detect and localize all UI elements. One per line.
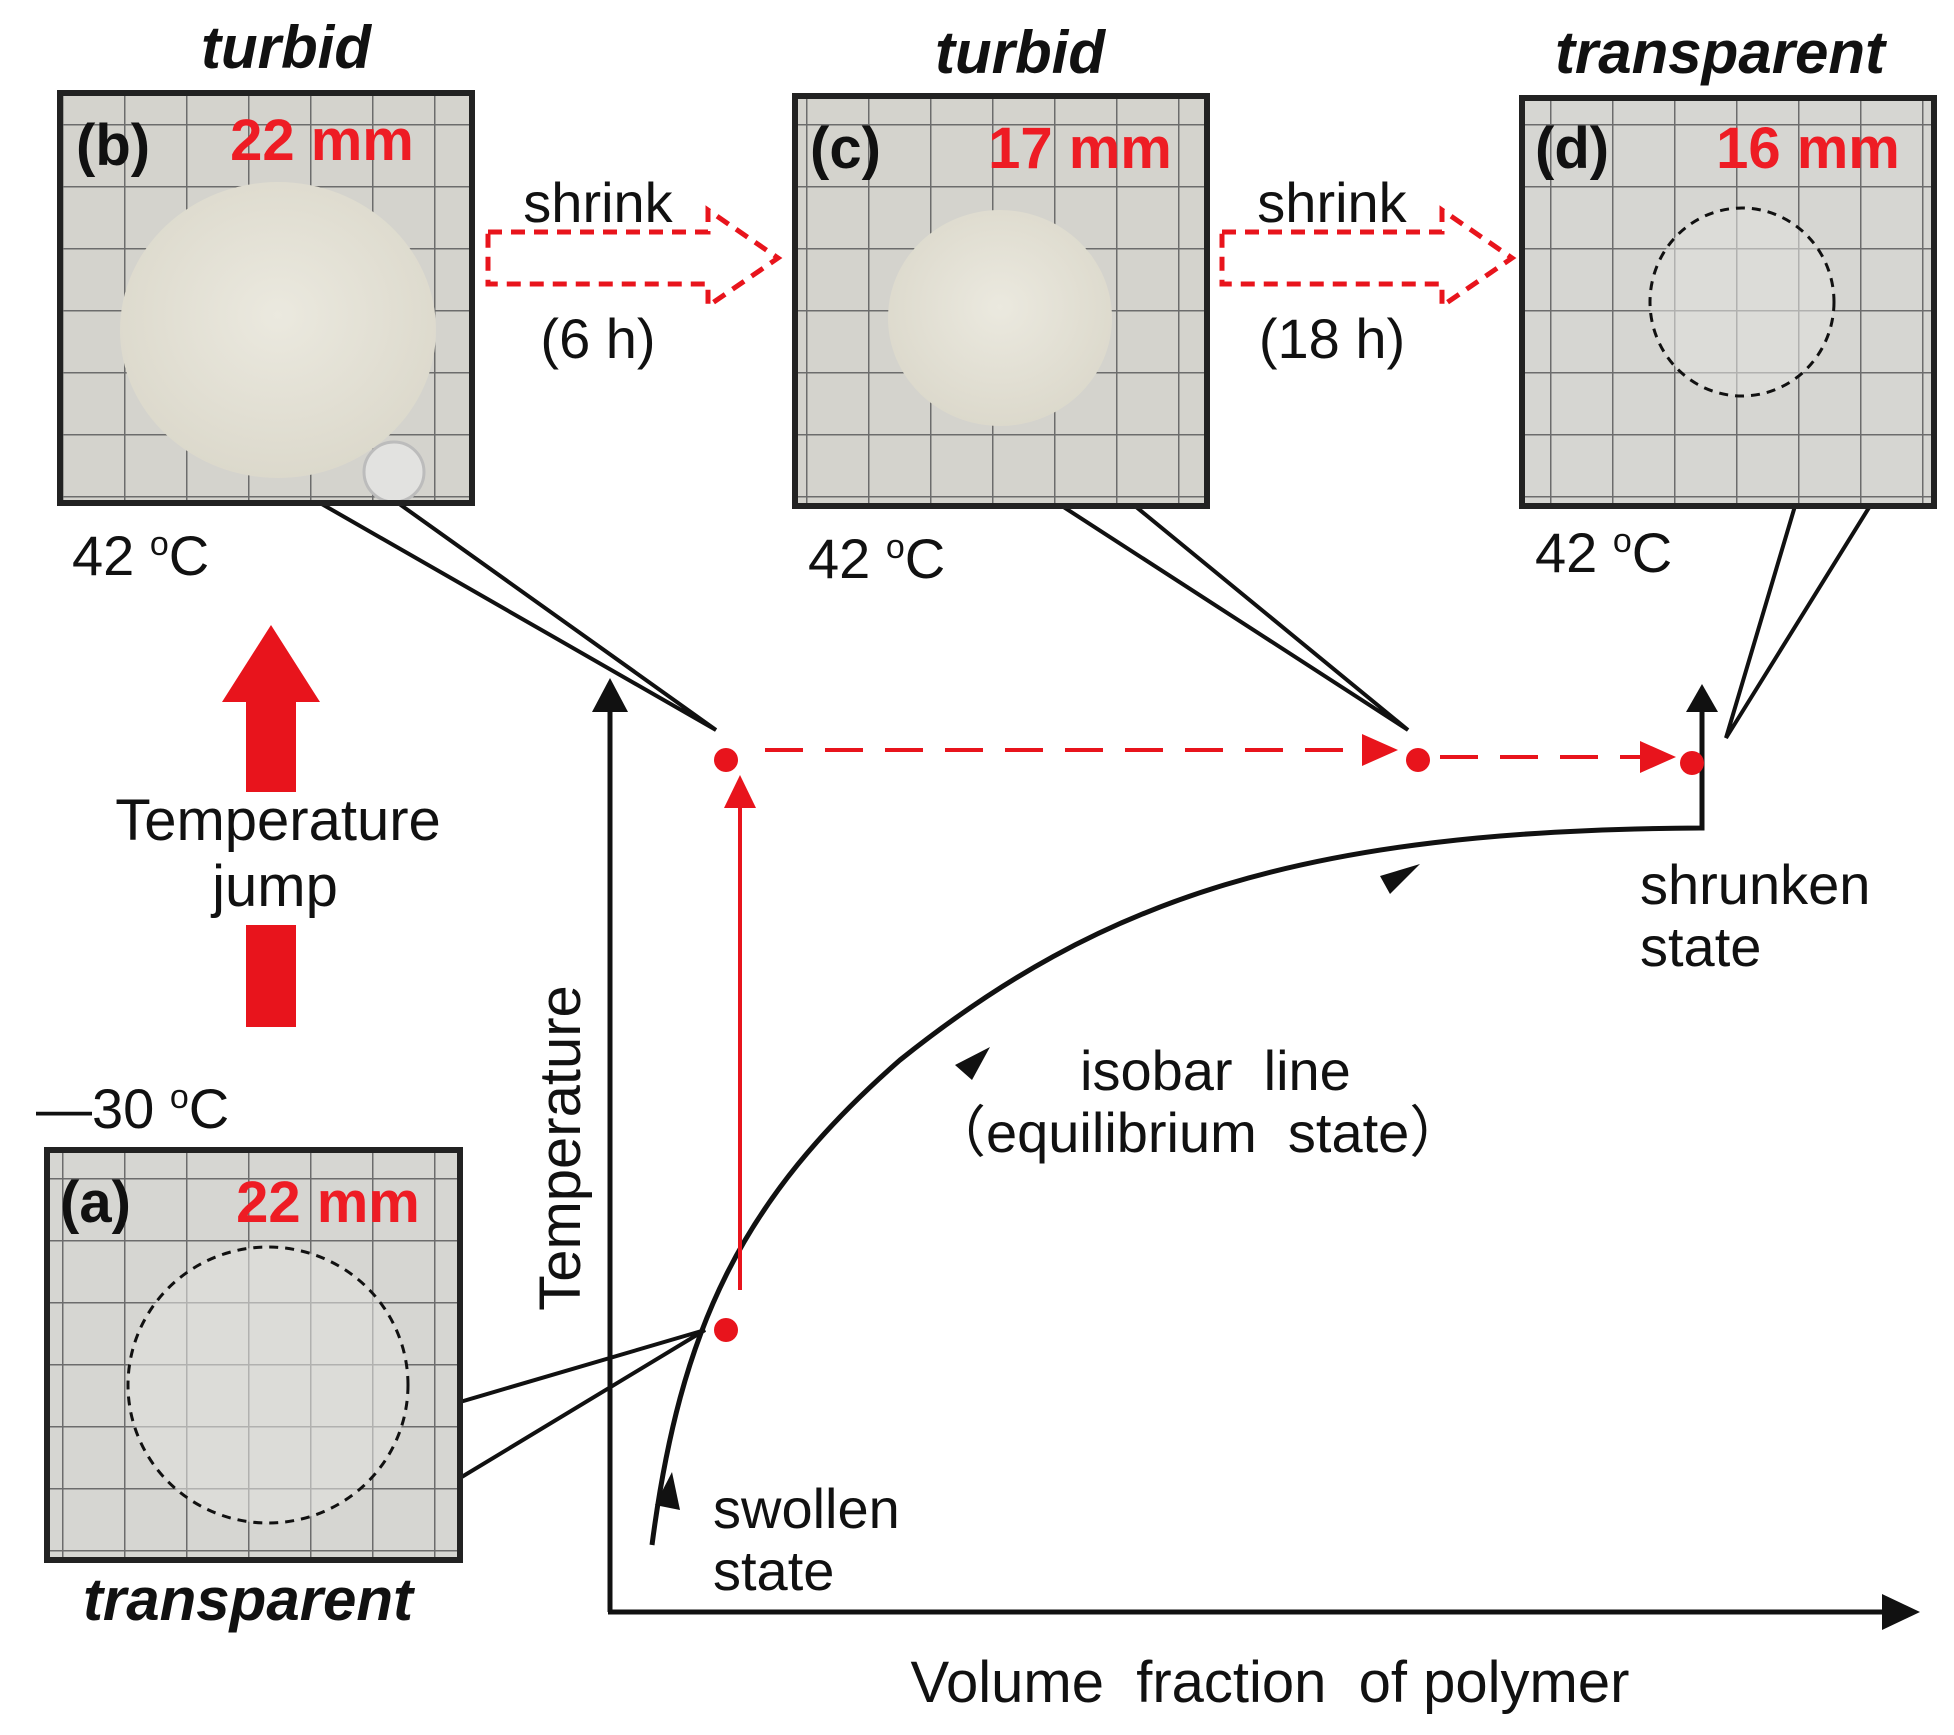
- jump-arrow-shaft-bottom: [246, 925, 296, 1027]
- callout-b: [319, 501, 718, 732]
- callout-d: [1724, 504, 1872, 740]
- panel-d-label: (d): [1535, 116, 1609, 181]
- jump-arrow-head: [222, 625, 320, 702]
- panel-a-frame: [44, 1147, 463, 1563]
- state-point-a: [714, 1318, 738, 1342]
- jump-arrow-shaft-top: [246, 700, 296, 792]
- panel-b: turbid (b) 22 mm 42 oC: [57, 14, 475, 587]
- state-point-d: [1680, 751, 1704, 775]
- shrink-arrow-cd: shrink (18 h): [1219, 171, 1517, 370]
- curve-arrow-1: [655, 1472, 680, 1510]
- shrink-cd-duration: (18 h): [1259, 307, 1405, 370]
- panel-a-label: (a): [60, 1170, 131, 1235]
- shrunken-axis-arrowhead: [1686, 684, 1718, 712]
- x-axis-label: Volume fraction of polymer: [911, 1650, 1630, 1715]
- temperature-jump-arrow: Temperature jump: [115, 625, 441, 1027]
- shrunken-label-line2: state: [1640, 915, 1761, 978]
- shrink-bc-duration: (6 h): [540, 307, 655, 370]
- shrink-bc-label: shrink: [523, 171, 673, 234]
- panel-a-gel-disc: [126, 1245, 410, 1525]
- y-axis-arrowhead: [592, 678, 628, 712]
- shrink-cd-label: shrink: [1257, 171, 1407, 234]
- axes: Temperature Volume fraction of polymer: [528, 678, 1920, 1715]
- panel-d: transparent (d) 16 mm 42 oC: [1519, 19, 1937, 584]
- curve-arrow-2: [955, 1047, 990, 1080]
- panel-c-label: (c): [810, 116, 881, 181]
- callout-lines: [319, 501, 1872, 1480]
- shrink-arrow-cd-shape: [1219, 205, 1517, 311]
- panel-c-frame: [792, 93, 1210, 509]
- panel-a-size: 22 mm: [236, 1170, 420, 1235]
- panel-b-label: (b): [76, 113, 150, 178]
- red-vertical-arrowhead: [724, 775, 756, 808]
- panel-d-temperature: 42 oC: [1535, 521, 1672, 584]
- isobar-label-line1: isobar line: [1080, 1039, 1351, 1102]
- panel-c-size: 17 mm: [988, 116, 1172, 181]
- curve-arrow-3: [1380, 864, 1420, 894]
- panel-d-gel-disc: [1648, 206, 1836, 398]
- panel-a-appearance: transparent: [83, 1566, 416, 1633]
- panel-d-appearance: transparent: [1555, 19, 1888, 86]
- isobar-label-line2: （equilibrium state）: [930, 1101, 1465, 1164]
- panel-b-gel-disc: [120, 182, 436, 478]
- temperature-jump-path: [714, 734, 1704, 1342]
- panel-d-frame: [1519, 95, 1937, 509]
- panel-b-temperature: 42 oC: [72, 524, 209, 587]
- panel-c: turbid (c) 17 mm 42 oC: [792, 19, 1210, 590]
- panel-c-appearance: turbid: [935, 19, 1106, 86]
- shrunken-label-line1: shrunken: [1640, 853, 1870, 916]
- red-dashed-arrowhead-2: [1640, 741, 1676, 773]
- panel-c-temperature: 42 oC: [808, 527, 945, 590]
- shrink-arrow-bc-shape: [485, 205, 783, 311]
- temperature-jump-line2: jump: [210, 854, 338, 919]
- state-point-b: [714, 748, 738, 772]
- panel-b-size: 22 mm: [230, 108, 414, 173]
- panel-b-bubble: [362, 440, 426, 504]
- swollen-label-line1: swollen: [713, 1477, 900, 1540]
- panel-d-size: 16 mm: [1716, 116, 1900, 181]
- x-axis-arrowhead: [1882, 1594, 1920, 1630]
- y-axis-label: Temperature: [528, 985, 593, 1311]
- shrink-arrow-bc: shrink (6 h): [485, 171, 783, 370]
- callout-c: [1060, 504, 1410, 732]
- swollen-label-line2: state: [713, 1539, 834, 1602]
- callout-a: [458, 1328, 707, 1480]
- curve-labels: isobar line （equilibrium state） swollen …: [713, 853, 1870, 1602]
- panel-a: —30 oC (a) 22 mm transparent: [36, 1077, 463, 1633]
- red-dashed-arrowhead-1: [1362, 734, 1398, 766]
- panel-b-appearance: turbid: [201, 14, 372, 81]
- temperature-jump-line1: Temperature: [115, 788, 441, 853]
- panel-c-gel-disc: [888, 210, 1112, 426]
- panel-b-frame: [57, 90, 475, 506]
- state-point-c: [1406, 748, 1430, 772]
- panel-a-temperature: —30 oC: [36, 1077, 229, 1140]
